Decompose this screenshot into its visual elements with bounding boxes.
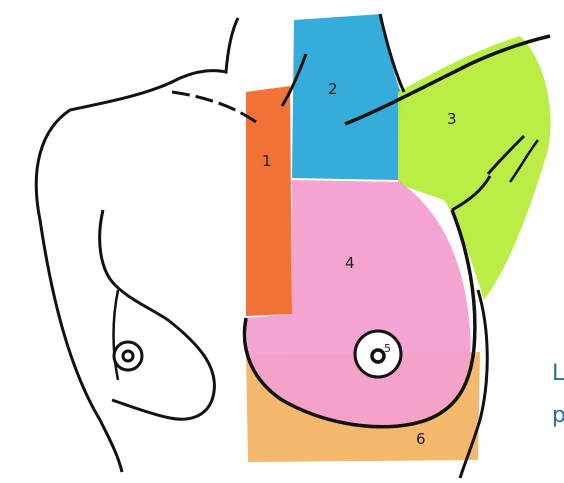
side-text-line-2: p	[552, 402, 564, 430]
zone-4-label: 4	[345, 254, 355, 272]
left-breast-contour	[100, 210, 215, 419]
zone-3-label: 3	[447, 110, 457, 128]
zone-1-label: 1	[262, 152, 272, 170]
zone-5-label: 5	[384, 342, 391, 355]
left-nipple-inner	[123, 351, 133, 361]
side-text-line-1: L	[552, 360, 564, 388]
body-outline-left	[36, 18, 238, 472]
zone-5-nipple-inner	[372, 350, 384, 362]
clavicle-line	[172, 92, 256, 122]
zone-6-label: 6	[416, 430, 426, 448]
zone-2-label: 2	[328, 80, 338, 98]
